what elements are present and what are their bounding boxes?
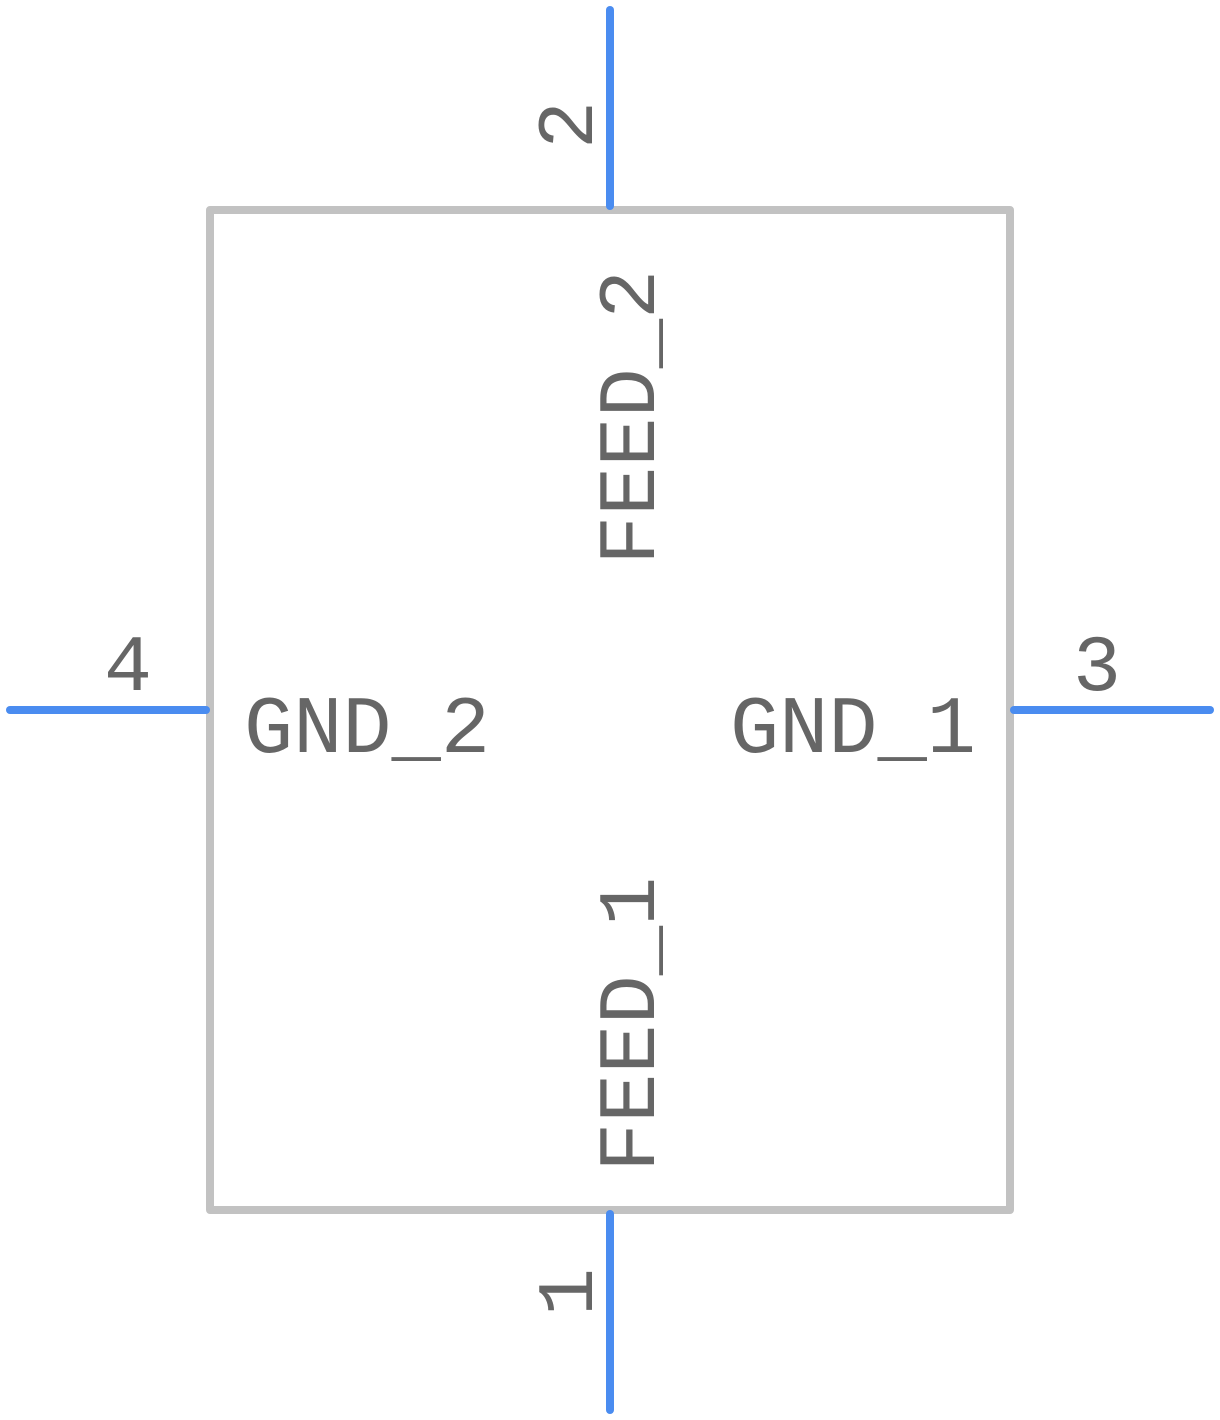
pin-3-number: 3 (1073, 624, 1121, 715)
pin-2-number: 2 (526, 101, 617, 149)
pin-4-label: GND_2 (244, 684, 490, 777)
pin-2-label: FEED_2 (586, 270, 679, 565)
pin-4-number: 4 (104, 624, 152, 715)
pin-3-label: GND_1 (730, 684, 976, 777)
pin-1-number: 1 (526, 1268, 617, 1316)
pin-1-label: FEED_1 (586, 877, 679, 1172)
